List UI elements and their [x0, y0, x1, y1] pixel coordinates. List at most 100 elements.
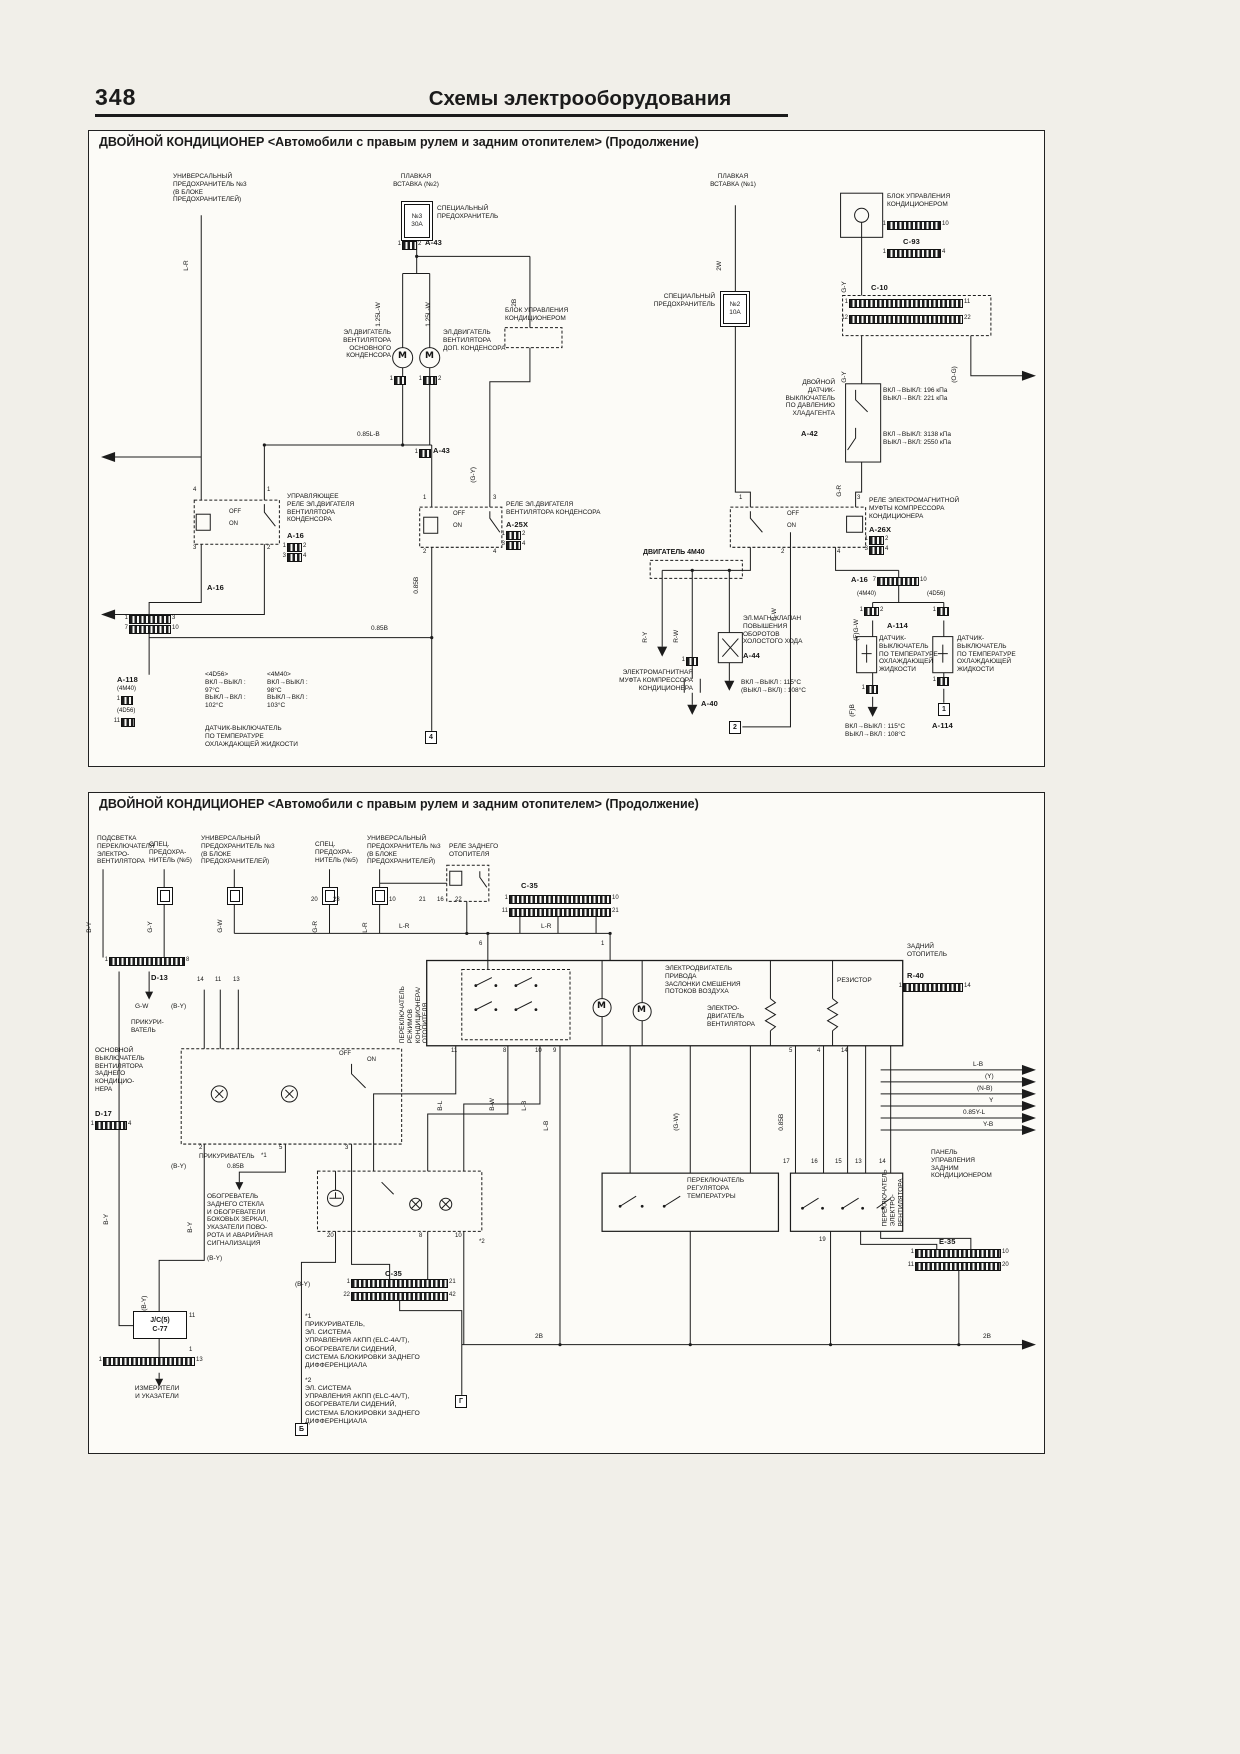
pin-number: (4M40): [857, 591, 877, 597]
connector-ref: E-35: [939, 1237, 956, 1246]
wire-label: (B-Y): [141, 1295, 149, 1311]
component-label: Y: [989, 1097, 994, 1104]
connector-ref: A-114: [932, 721, 954, 730]
component-label: СПЕЦИАЛЬНЫЙ ПРЕДОХРАНИТЕЛЬ: [437, 205, 499, 220]
component-label: СПЕЦ. ПРЕДОХРА- НИТЕЛЬ (№5): [149, 841, 192, 864]
component-label: ОСНОВНОЙ ВЫКЛЮЧАТЕЛЬ ВЕНТИЛЯТОРА ЗАДНЕГО…: [95, 1047, 145, 1093]
pin-number: 3: [493, 495, 497, 501]
connector-strip: 1: [682, 657, 698, 666]
connector-ref: A-16: [851, 575, 869, 584]
wire-label: L-B: [543, 1120, 551, 1131]
pin-number: 6: [479, 941, 483, 947]
pin-number: 20: [327, 1233, 334, 1239]
motor-symbol: M: [597, 1001, 606, 1011]
pin-number: 13: [233, 977, 240, 983]
footnote: *2 ЭЛ. СИСТЕМА УПРАВЛЕНИЯ АКПП (ELC-4A/T…: [305, 1377, 420, 1425]
pin-number: 16: [437, 897, 444, 903]
component-label: РЕЛЕ ЭЛ.ДВИГАТЕЛЯ ВЕНТИЛЯТОРА КОНДЕНСОРА: [506, 501, 601, 516]
pin-number: (4D56): [117, 708, 136, 714]
component-label: ЭЛ.ДВИГАТЕЛЬ ВЕНТИЛЯТОРА ДОП. КОНДЕНСОРА: [443, 329, 506, 352]
connector-ref: A-16: [207, 583, 225, 592]
component-label-vertical: ПЕРЕКЛЮЧАТЕЛЬ ЭЛЕКТРО- ВЕНТИЛЯТОРА: [881, 1169, 905, 1227]
connector-strip: 1: [117, 696, 133, 705]
wire-label: (G-W): [673, 1113, 681, 1131]
wire-label: 2W: [716, 261, 724, 271]
pin-number: 10: [389, 897, 396, 903]
pin-number: 11: [215, 977, 222, 983]
pin-number: ON: [229, 521, 238, 527]
connector-ref: C-93: [903, 237, 921, 246]
component-label: ПРИКУРИВАТЕЛЬ: [199, 1153, 255, 1160]
wire-label: L-R: [362, 922, 370, 933]
connector-strip: 1: [933, 677, 949, 686]
connector-strip: 11: [114, 718, 135, 727]
wire-label: B-Y: [103, 1213, 111, 1225]
component-label: (B-Y): [171, 1003, 187, 1010]
pin-number: 23: [333, 897, 340, 903]
pin-number: 4: [193, 487, 197, 493]
pin-number: 9: [553, 1048, 557, 1054]
pin-number: 14: [879, 1159, 886, 1165]
component-label: РЕЗИСТОР: [837, 977, 872, 984]
component-label: ОБОГРЕВАТЕЛЬ ЗАДНЕГО СТЕКЛА И ОБОГРЕВАТЕ…: [207, 1193, 273, 1247]
motor-symbol: M: [398, 351, 407, 361]
ground-ref: 1: [938, 703, 950, 716]
pin-number: 22: [455, 897, 462, 903]
wire-label: B-W: [489, 1098, 497, 1111]
wire-label: (G-Y): [470, 466, 478, 483]
pin-number: 8: [503, 1048, 507, 1054]
wire-label: 0.85B: [778, 1113, 786, 1131]
diagram-title: ДВОЙНОЙ КОНДИЦИОНЕР <Автомобили с правым…: [99, 135, 699, 149]
wire-label: G-R: [312, 920, 320, 933]
pin-number: OFF: [229, 509, 241, 515]
component-label: РЕЛЕ ЗАДНЕГО ОТОПИТЕЛЯ: [449, 843, 499, 858]
page-number: 348: [95, 84, 137, 110]
component-label: ЭЛЕКТРОМАГНИТНАЯ МУФТА КОМПРЕССОРА КОНДИ…: [619, 669, 693, 692]
pin-number: (4D56): [927, 591, 946, 597]
ground-ref: Б: [295, 1423, 309, 1436]
component-label: ДАТЧИК-ВЫКЛЮЧАТЕЛЬ ПО ТЕМПЕРАТУРЕ ОХЛАЖД…: [205, 725, 298, 748]
component-label: СПЕЦ. ПРЕДОХРА- НИТЕЛЬ (№5): [315, 841, 358, 864]
connector-ref: C-35: [521, 881, 539, 890]
pin-number: OFF: [339, 1051, 351, 1057]
pin-number: 14: [197, 977, 204, 983]
component-label: ПЛАВКАЯ ВСТАВКА (№2): [393, 173, 439, 188]
connector-ref: A-42: [801, 429, 819, 438]
component-label: ВКЛ→ВЫКЛ : 115°C ВЫКЛ→ВКЛ : 108°C: [845, 723, 906, 738]
component-label: ПАНЕЛЬ УПРАВЛЕНИЯ ЗАДНИМ КОНДИЦИОНЕРОМ: [931, 1149, 992, 1180]
component-label: УНИВЕРСАЛЬНЫЙ ПРЕДОХРАНИТЕЛЬ №3 (В БЛОКЕ…: [367, 835, 441, 866]
component-label: 2B: [983, 1333, 991, 1340]
pin-number: 11: [189, 1313, 196, 1319]
connector-ref: D-13: [151, 973, 169, 982]
component-label: L-R: [399, 923, 410, 930]
connector-ref: C-35: [385, 1269, 403, 1278]
connector-ref: A-26X: [869, 525, 892, 534]
junction-box: J/C(5) C-77: [133, 1311, 187, 1339]
diagram-title: ДВОЙНОЙ КОНДИЦИОНЕР <Автомобили с правым…: [99, 797, 699, 811]
pin-number: OFF: [453, 511, 465, 517]
component-label-vertical: ПЕРЕКЛЮЧАТЕЛЬ РЕЖИМОВ КОНДИЦИОНЕРА/ ОТОП…: [398, 986, 430, 1044]
component-label: ДАТЧИК- ВЫКЛЮЧАТЕЛЬ ПО ТЕМПЕРАТУРЕ ОХЛАЖ…: [957, 635, 1016, 674]
pin-number: 3: [857, 495, 861, 501]
connector-ref: C-10: [871, 283, 889, 292]
component-label: ПОДСВЕТКА ПЕРЕКЛЮЧАТЕЛЯ ЭЛЕКТРО- ВЕНТИЛЯ…: [97, 835, 155, 866]
connector-strip: 1: [933, 607, 949, 616]
component-label: (B-Y): [207, 1255, 223, 1262]
wire-label: G-Y: [841, 371, 849, 383]
pin-number: 2: [267, 545, 271, 551]
pin-number: 16: [811, 1159, 818, 1165]
pin-number: 19: [819, 1237, 826, 1243]
wire-label: (O-G): [951, 366, 959, 383]
